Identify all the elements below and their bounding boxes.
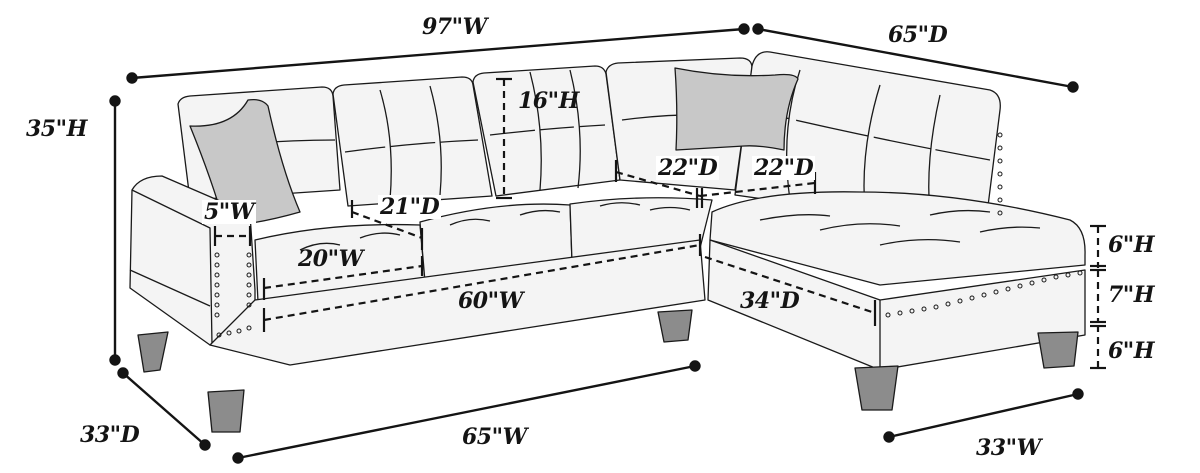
label-seat-depth-corner-left: 22"D [656, 155, 720, 181]
label-overall-depth: 65"D [888, 22, 948, 48]
label-back-height: 16"H [518, 88, 579, 114]
label-arm-width: 5"W [202, 199, 256, 225]
label-cushion-height: 6"H [1108, 232, 1155, 258]
label-overall-width: 97"W [422, 14, 487, 40]
label-overall-height: 35"H [26, 116, 87, 142]
dimension-lines [109, 23, 1084, 464]
label-seat-depth-corner-right: 22"D [752, 155, 816, 181]
legs [137, 309, 1079, 433]
label-chaise-depth: 34"D [740, 288, 800, 314]
label-seat-depth-left: 21"D [378, 194, 442, 220]
label-seating-width: 60"W [458, 288, 523, 314]
label-base-height: 7"H [1108, 282, 1155, 308]
nailhead-trim [214, 132, 1083, 338]
label-sofa-depth: 33"D [80, 422, 140, 448]
dashed-dimension-lines [215, 79, 1100, 368]
label-chaise-width: 33"W [976, 435, 1041, 461]
left-sofa-base [209, 239, 706, 366]
label-leg-height: 6"H [1108, 338, 1155, 364]
label-sofa-width: 65"W [462, 424, 527, 450]
dimension-ticks [213, 77, 1106, 370]
label-seat-width: 20"W [298, 246, 363, 272]
pillow-corner [674, 67, 799, 151]
